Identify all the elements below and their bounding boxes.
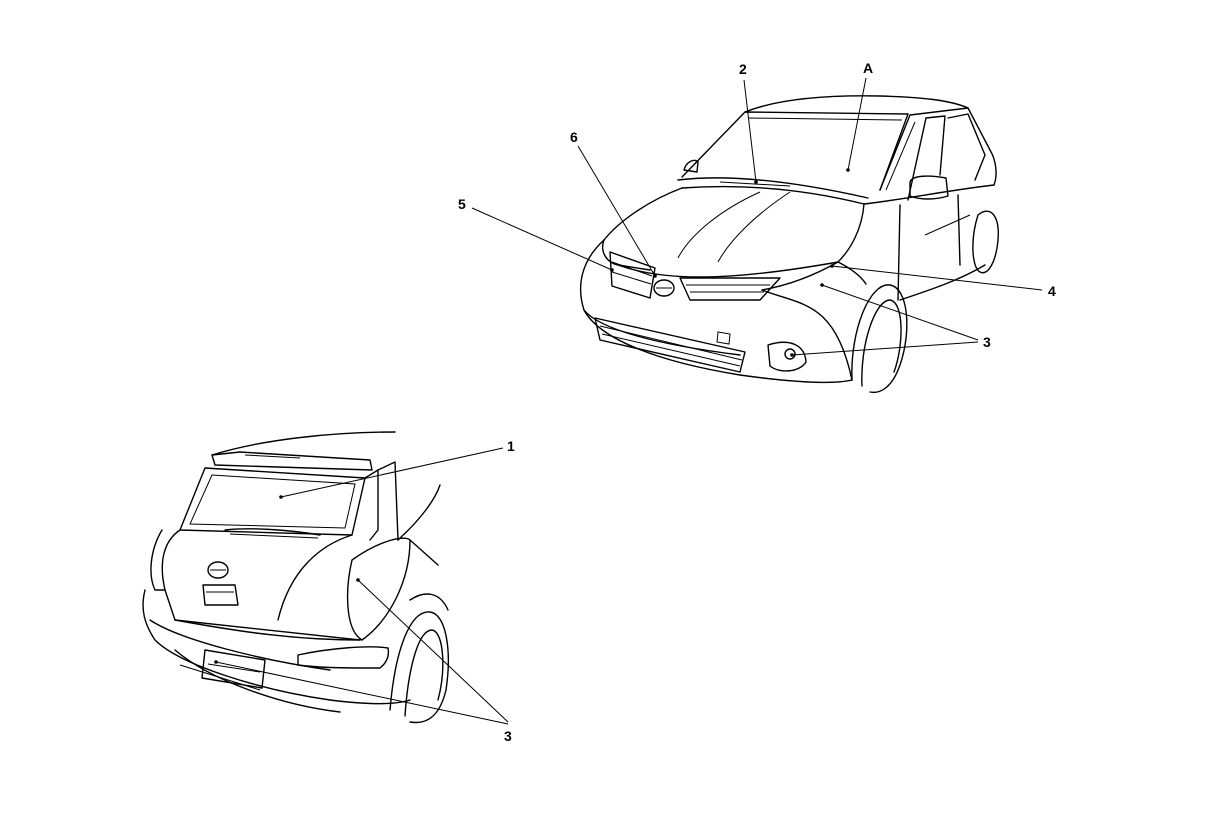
leader-line-3a — [821, 284, 979, 341]
callout-dot — [279, 495, 283, 499]
leader-line-1 — [280, 447, 504, 498]
callout-dot — [754, 180, 758, 184]
callout-dot — [610, 268, 614, 272]
callout-label-5: 5 — [458, 196, 466, 212]
leader-line-3d — [215, 661, 509, 725]
leader-lines — [215, 77, 1043, 725]
callout-dot — [820, 283, 824, 287]
callout-dot — [653, 274, 657, 278]
callout-label-3-rear: 3 — [504, 728, 512, 744]
leader-line-3b — [791, 341, 979, 356]
callout-dot — [830, 264, 834, 268]
callout-dot — [790, 353, 794, 357]
leader-line-3c — [357, 579, 509, 723]
callout-labels: 2 A 6 5 4 3 1 3 — [458, 60, 1056, 744]
callout-label-2: 2 — [739, 61, 747, 77]
leader-line-6 — [577, 145, 656, 277]
callout-dots — [214, 168, 850, 664]
leader-line-a — [847, 77, 867, 171]
callout-label-6: 6 — [570, 129, 578, 145]
leader-line-5 — [471, 207, 613, 271]
leader-line-2 — [743, 79, 757, 183]
callout-label-a: A — [863, 60, 873, 76]
callout-label-3-front: 3 — [983, 334, 991, 350]
callout-dot — [356, 578, 360, 582]
callout-label-1: 1 — [507, 438, 515, 454]
callout-dot — [846, 168, 850, 172]
front-car-drawing — [579, 95, 999, 394]
callout-label-4: 4 — [1048, 283, 1056, 299]
callout-dot — [214, 660, 218, 664]
leader-line-4 — [831, 265, 1043, 291]
rear-car-drawing — [142, 431, 449, 724]
